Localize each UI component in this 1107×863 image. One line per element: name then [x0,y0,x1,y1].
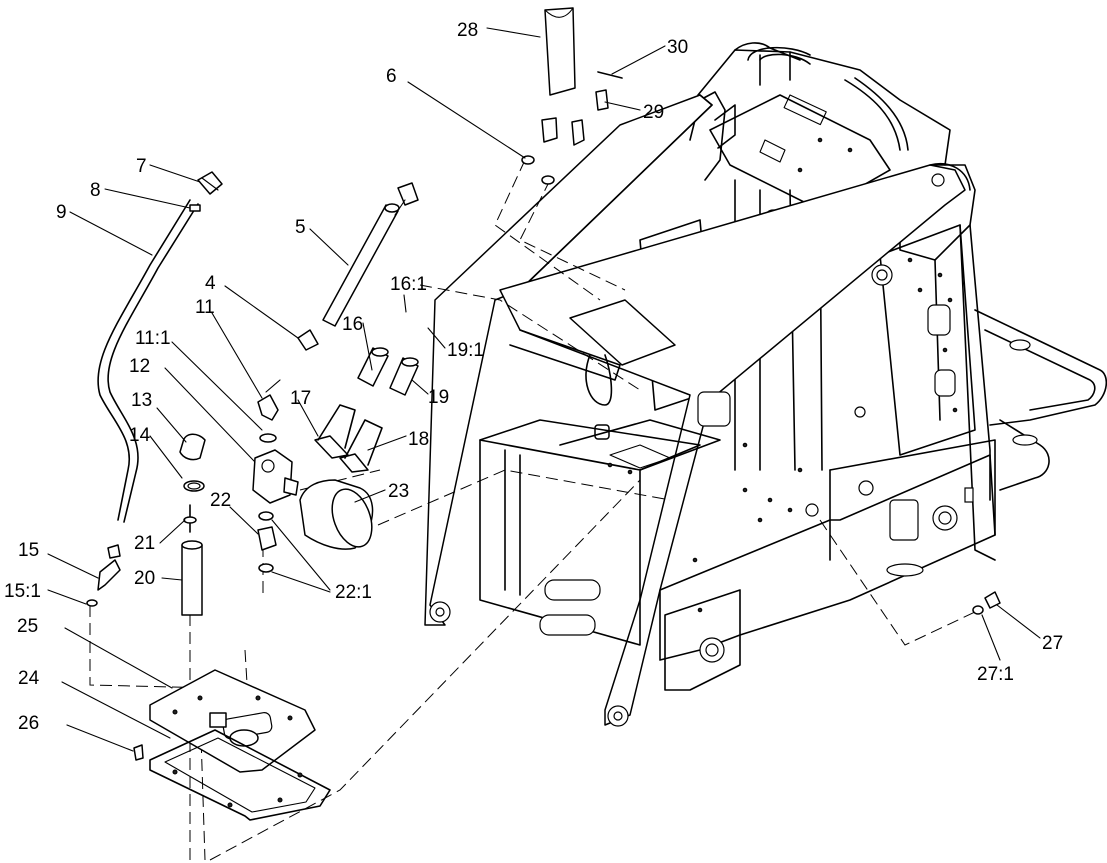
callout-label: 22:1 [335,582,372,603]
callout-label: 25 [17,616,38,637]
callout-label: 27 [1042,633,1063,654]
callout-label: 21 [134,533,155,554]
main-frame [424,42,1107,727]
callout-label: 30 [667,37,688,58]
callout-label: 15 [18,540,39,561]
callout-label: 16:1 [390,274,427,295]
callout-label: 13 [131,390,152,411]
callout-label: 27:1 [977,664,1014,685]
callout-label: 23 [388,481,409,502]
callout-label: 24 [18,668,40,689]
callout-label: 7 [136,156,147,177]
callout-label: 5 [295,217,306,238]
callout-label: 8 [90,180,101,201]
callout-label: 19:1 [447,340,484,361]
callout-label: 22 [210,490,231,511]
callout-label: 14 [129,425,151,446]
callout-label: 12 [129,356,150,377]
callout-label: 19 [428,387,449,408]
callout-label: 9 [56,202,67,223]
cover-bolt-holes [172,695,303,808]
callout-label: 26 [18,713,39,734]
callout-label: 11 [195,297,215,318]
callout-label: 15:1 [4,581,41,602]
callout-label: 29 [643,102,664,123]
callout-labels: 28 30 6 29 7 8 9 5 16:1 4 16 19:1 11 11:… [4,20,1063,734]
callout-label: 4 [205,273,216,294]
callout-label: 17 [290,388,311,409]
frame-rivets [607,137,958,613]
callout-label: 18 [408,429,429,450]
callout-label: 16 [342,314,363,335]
callout-label: 11:1 [135,328,171,349]
callout-label: 28 [457,20,478,41]
leader-lines [47,27,1041,752]
tank-cover-assembly [133,669,331,821]
callout-label: 6 [386,66,397,87]
hydraulic-tank-assembly [86,7,1001,616]
callout-label: 20 [134,568,155,589]
